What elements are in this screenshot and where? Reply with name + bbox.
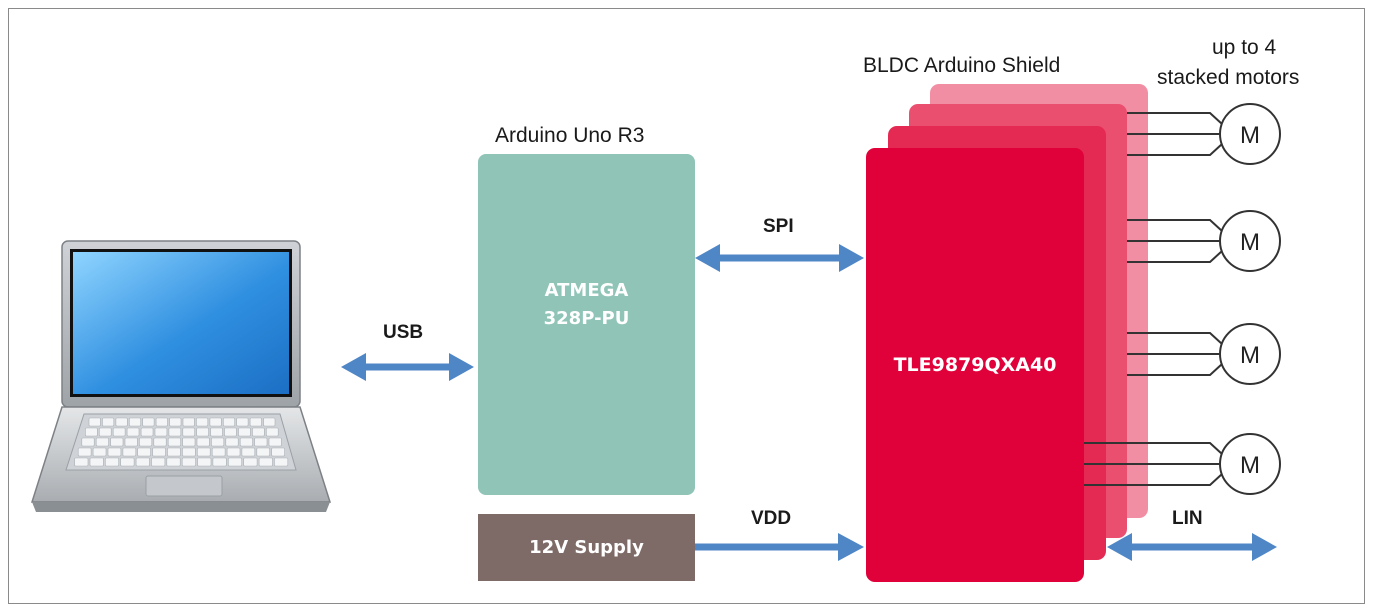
usb-arrow xyxy=(341,353,474,381)
mcu-label-line2: 328P-PU xyxy=(543,307,630,329)
arduino-title: Arduino Uno R3 xyxy=(495,124,645,147)
spi-arrow xyxy=(695,244,864,272)
motor-icon: M xyxy=(1219,323,1281,385)
motor-label-1: M xyxy=(1240,122,1260,149)
motor-icon: M xyxy=(1219,433,1281,495)
driver-label: TLE9879QXA40 xyxy=(893,354,1057,376)
vdd-label: VDD xyxy=(751,508,792,529)
shield-title: BLDC Arduino Shield xyxy=(863,54,1061,77)
supply-block: 12V Supply xyxy=(478,514,695,581)
laptop-icon xyxy=(30,240,332,512)
mcu-label-line1: ATMEGA xyxy=(544,279,629,301)
motor-label-3: M xyxy=(1240,342,1260,369)
lin-arrow xyxy=(1107,533,1277,561)
motor-icon: M xyxy=(1219,103,1281,165)
motors-title-line1: up to 4 xyxy=(1212,36,1277,59)
tle9879-driver-block: TLE9879QXA40 xyxy=(866,148,1084,582)
motor-label-2: M xyxy=(1240,229,1260,256)
motors-title-line2: stacked motors xyxy=(1157,66,1300,89)
motor-label-4: M xyxy=(1240,452,1260,479)
usb-label: USB xyxy=(383,322,424,343)
arduino-mcu-block: ATMEGA 328P-PU xyxy=(478,154,695,495)
lin-label: LIN xyxy=(1172,508,1203,529)
motor-icon: M xyxy=(1219,210,1281,272)
vdd-arrow xyxy=(695,533,864,561)
spi-label: SPI xyxy=(763,216,794,237)
motor-wires xyxy=(1084,112,1223,486)
supply-label: 12V Supply xyxy=(529,537,644,558)
